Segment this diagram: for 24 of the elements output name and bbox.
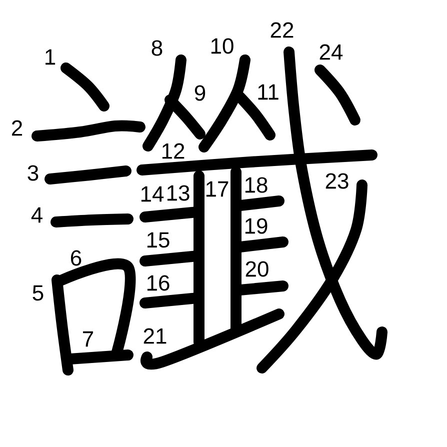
stroke-number: 15: [147, 232, 170, 248]
stroke-number: 19: [245, 218, 268, 234]
stroke-number: 23: [326, 173, 348, 189]
stroke-number: 24: [320, 44, 343, 60]
stroke-number: 3: [28, 165, 38, 181]
stroke-number: 2: [12, 120, 22, 136]
stroke-number: 12: [162, 143, 184, 159]
stroke-number: 21: [144, 328, 166, 344]
stroke-number: 4: [31, 207, 42, 223]
stroke-number: 8: [152, 40, 162, 56]
stroke-number: 20: [246, 261, 268, 277]
stroke-number: 13: [167, 185, 190, 201]
stroke-number: 17: [206, 181, 228, 197]
stroke-number: 6: [71, 250, 82, 266]
stroke-number: 7: [83, 331, 94, 347]
stroke-number: 22: [270, 22, 294, 38]
stroke-number: 11: [258, 84, 278, 100]
stroke-number: 16: [147, 275, 170, 291]
stroke-number: 1: [46, 49, 56, 65]
stroke-number: 9: [194, 85, 206, 101]
stroke-number: 14: [141, 186, 164, 202]
stroke-number: 18: [245, 177, 268, 193]
stroke-number: 5: [32, 285, 44, 301]
stroke-number: 10: [211, 38, 234, 54]
